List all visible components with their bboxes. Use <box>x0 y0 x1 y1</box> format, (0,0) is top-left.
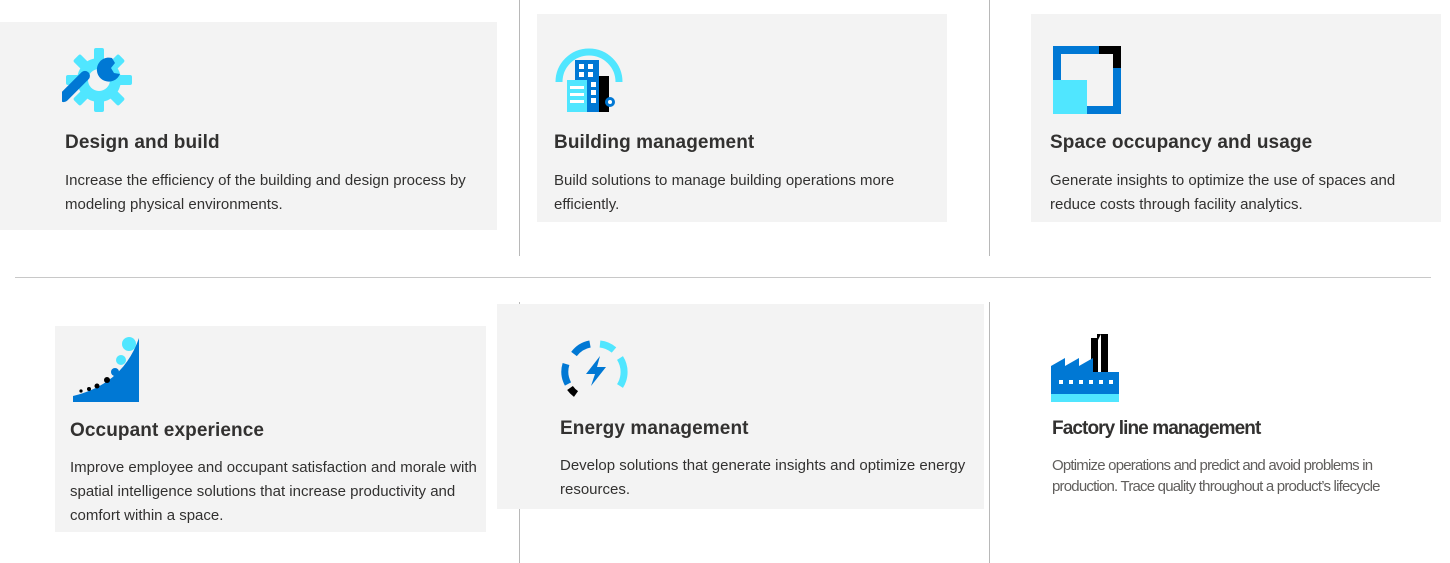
occupant-slope-icon <box>71 334 143 406</box>
card-title: Occupant experience <box>70 420 265 441</box>
card-description: Improve employee and occupant satisfacti… <box>70 459 477 524</box>
gear-wrench-icon <box>62 44 134 116</box>
card-occupant-experience[interactable]: Occupant experience Improve employee and… <box>55 326 486 532</box>
energy-bolt-icon <box>560 334 632 406</box>
card-title: Factory line management <box>1052 418 1261 439</box>
card-title: Building management <box>554 132 755 153</box>
card-description: Optimize operations and predict and avoi… <box>1052 457 1381 495</box>
column-divider-top-right <box>989 0 990 256</box>
column-divider-top-left <box>519 0 520 256</box>
card-description: Build solutions to manage building opera… <box>554 172 895 213</box>
card-description: Generate insights to optimize the use of… <box>1050 172 1396 213</box>
card-factory-line-management[interactable]: Factory line management Optimize operati… <box>1031 304 1441 534</box>
card-space-occupancy[interactable]: Space occupancy and usage Generate insig… <box>1031 14 1441 222</box>
card-title: Design and build <box>65 132 220 153</box>
card-description: Develop solutions that generate insights… <box>560 457 966 498</box>
card-building-management[interactable]: Building management Build solutions to m… <box>537 14 947 222</box>
factory-icon <box>1049 332 1121 404</box>
card-energy-management[interactable]: Energy management Develop solutions that… <box>497 304 984 509</box>
card-description: Increase the efficiency of the building … <box>65 172 466 213</box>
space-square-icon <box>1051 44 1123 116</box>
card-design-and-build[interactable]: Design and build Increase the efficiency… <box>0 22 497 230</box>
building-icon <box>553 42 625 114</box>
column-divider-bottom-right <box>989 302 990 563</box>
card-title: Energy management <box>560 418 749 439</box>
row-divider <box>15 277 1431 278</box>
card-title: Space occupancy and usage <box>1050 132 1313 153</box>
